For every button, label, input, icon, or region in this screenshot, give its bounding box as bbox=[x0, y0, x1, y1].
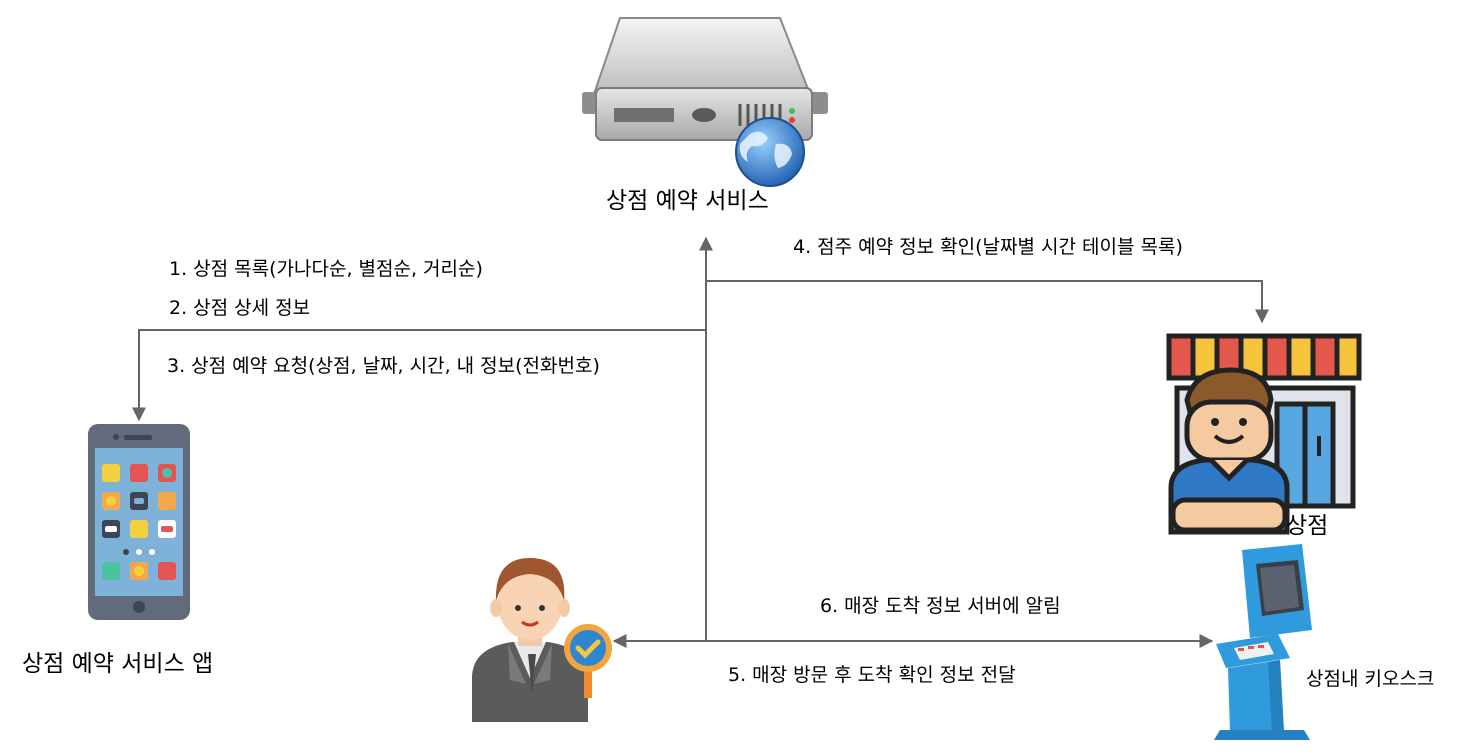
step-5-label: 5. 매장 방문 후 도착 확인 정보 전달 bbox=[728, 664, 1016, 686]
step-3-label: 3. 상점 예약 요청(상점, 날짜, 시간, 내 정보(전화번호) bbox=[167, 355, 600, 377]
server-label: 상점 예약 서비스 bbox=[606, 188, 769, 214]
step-2-label: 2. 상점 상세 정보 bbox=[169, 297, 311, 319]
smartphone-icon bbox=[88, 424, 190, 620]
app-label: 상점 예약 서비스 앱 bbox=[22, 651, 214, 677]
step-1-label: 1. 상점 목록(가나다순, 별점순, 거리순) bbox=[169, 258, 483, 280]
kiosk-label: 상점내 키오스크 bbox=[1306, 668, 1435, 690]
kiosk-icon bbox=[1214, 544, 1312, 740]
store-label: 상점 bbox=[1286, 513, 1329, 539]
app-branch-line bbox=[132, 329, 706, 422]
verified-user-icon bbox=[472, 558, 612, 722]
step-4-label: 4. 점주 예약 정보 확인(날짜별 시간 테이블 목록) bbox=[793, 236, 1183, 258]
server-globe-icon bbox=[582, 17, 828, 187]
store-branch-line bbox=[706, 280, 1269, 324]
store-owner-icon bbox=[1166, 333, 1362, 535]
step-6-label: 6. 매장 도착 정보 서버에 알림 bbox=[820, 595, 1061, 617]
